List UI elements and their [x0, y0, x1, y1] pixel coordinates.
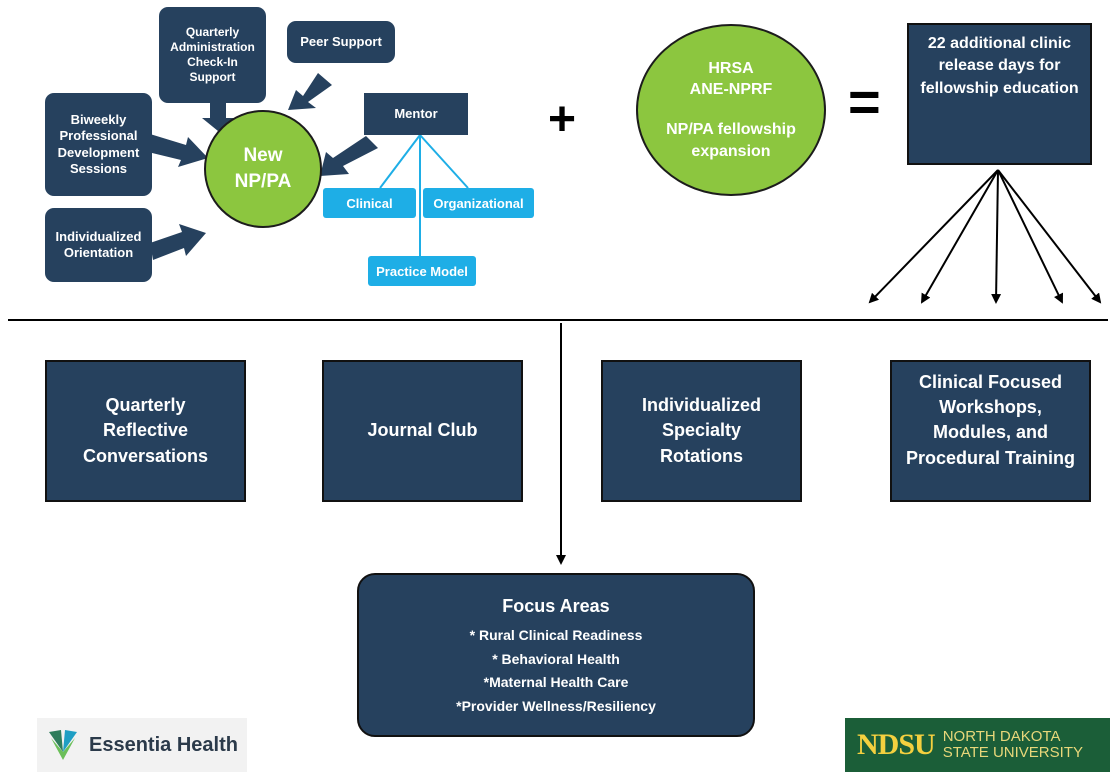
orientation-arrow — [150, 224, 206, 260]
focus-areas-box: Focus Areas * Rural Clinical Readiness *… — [357, 573, 755, 737]
ndsu-wordmark: NDSU — [857, 728, 936, 761]
mentor-box: Mentor — [364, 93, 468, 135]
hrsa-line4: expansion — [691, 142, 771, 160]
hrsa-line3: NP/PA fellowship — [666, 121, 796, 138]
ndsu-line2: STATE UNIVERSITY — [942, 744, 1083, 761]
hrsa-circle: HRSA ANE-NPRF NP/PA fellowship expansion — [636, 24, 826, 196]
release-days-box: 22 additional clinic release days for fe… — [907, 23, 1092, 165]
essentia-health-logo: Essentia Health — [37, 718, 247, 772]
biweekly-arrow — [148, 134, 208, 167]
equals-symbol: = — [848, 70, 881, 133]
essentia-leaf-icon — [49, 730, 77, 760]
focus-item: *Provider Wellness/Resiliency — [456, 698, 656, 715]
focus-item: *Maternal Health Care — [483, 674, 629, 691]
fan-arrows — [868, 169, 1102, 304]
mentor-organizational-tag: Organizational — [423, 188, 534, 218]
mentor-clinical-tag: Clinical — [323, 188, 416, 218]
ndsu-logo: NDSU NORTH DAKOTA STATE UNIVERSITY — [845, 718, 1110, 772]
ndsu-line1: NORTH DAKOTA — [942, 728, 1061, 746]
peer-arrow — [288, 73, 332, 110]
biweekly-sessions-box: Biweekly Professional Development Sessio… — [45, 93, 152, 196]
essentia-wordmark: Essentia Health — [89, 733, 238, 756]
mentor-branch-lines — [379, 134, 469, 256]
mentor-practice-model-tag: Practice Model — [368, 256, 476, 286]
focus-item: * Rural Clinical Readiness — [469, 626, 643, 643]
peer-support-box: Peer Support — [287, 21, 395, 63]
new-np-pa-circle: New NP/PA — [204, 110, 322, 228]
quarterly-admin-box: Quarterly Administration Check-In Suppor… — [159, 7, 266, 103]
hrsa-line2: ANE-NPRF — [689, 81, 773, 99]
individualized-orientation-box: Individualized Orientation — [45, 208, 152, 282]
mentor-arrow — [320, 136, 378, 176]
new-np-pa-label: New NP/PA — [234, 145, 292, 192]
activity-specialty-rotations: Individualized Specialty Rotations — [601, 360, 802, 502]
block-arrows — [148, 73, 378, 260]
plus-symbol: + — [548, 93, 577, 146]
activity-reflective-conversations: Quarterly Reflective Conversations — [45, 360, 246, 502]
focus-item: * Behavioral Health — [492, 650, 620, 667]
activity-clinical-workshops: Clinical Focused Workshops, Modules, and… — [890, 360, 1091, 502]
hrsa-line1: HRSA — [708, 59, 754, 77]
activity-journal-club: Journal Club — [322, 360, 523, 502]
focus-areas-title: Focus Areas — [502, 596, 610, 617]
